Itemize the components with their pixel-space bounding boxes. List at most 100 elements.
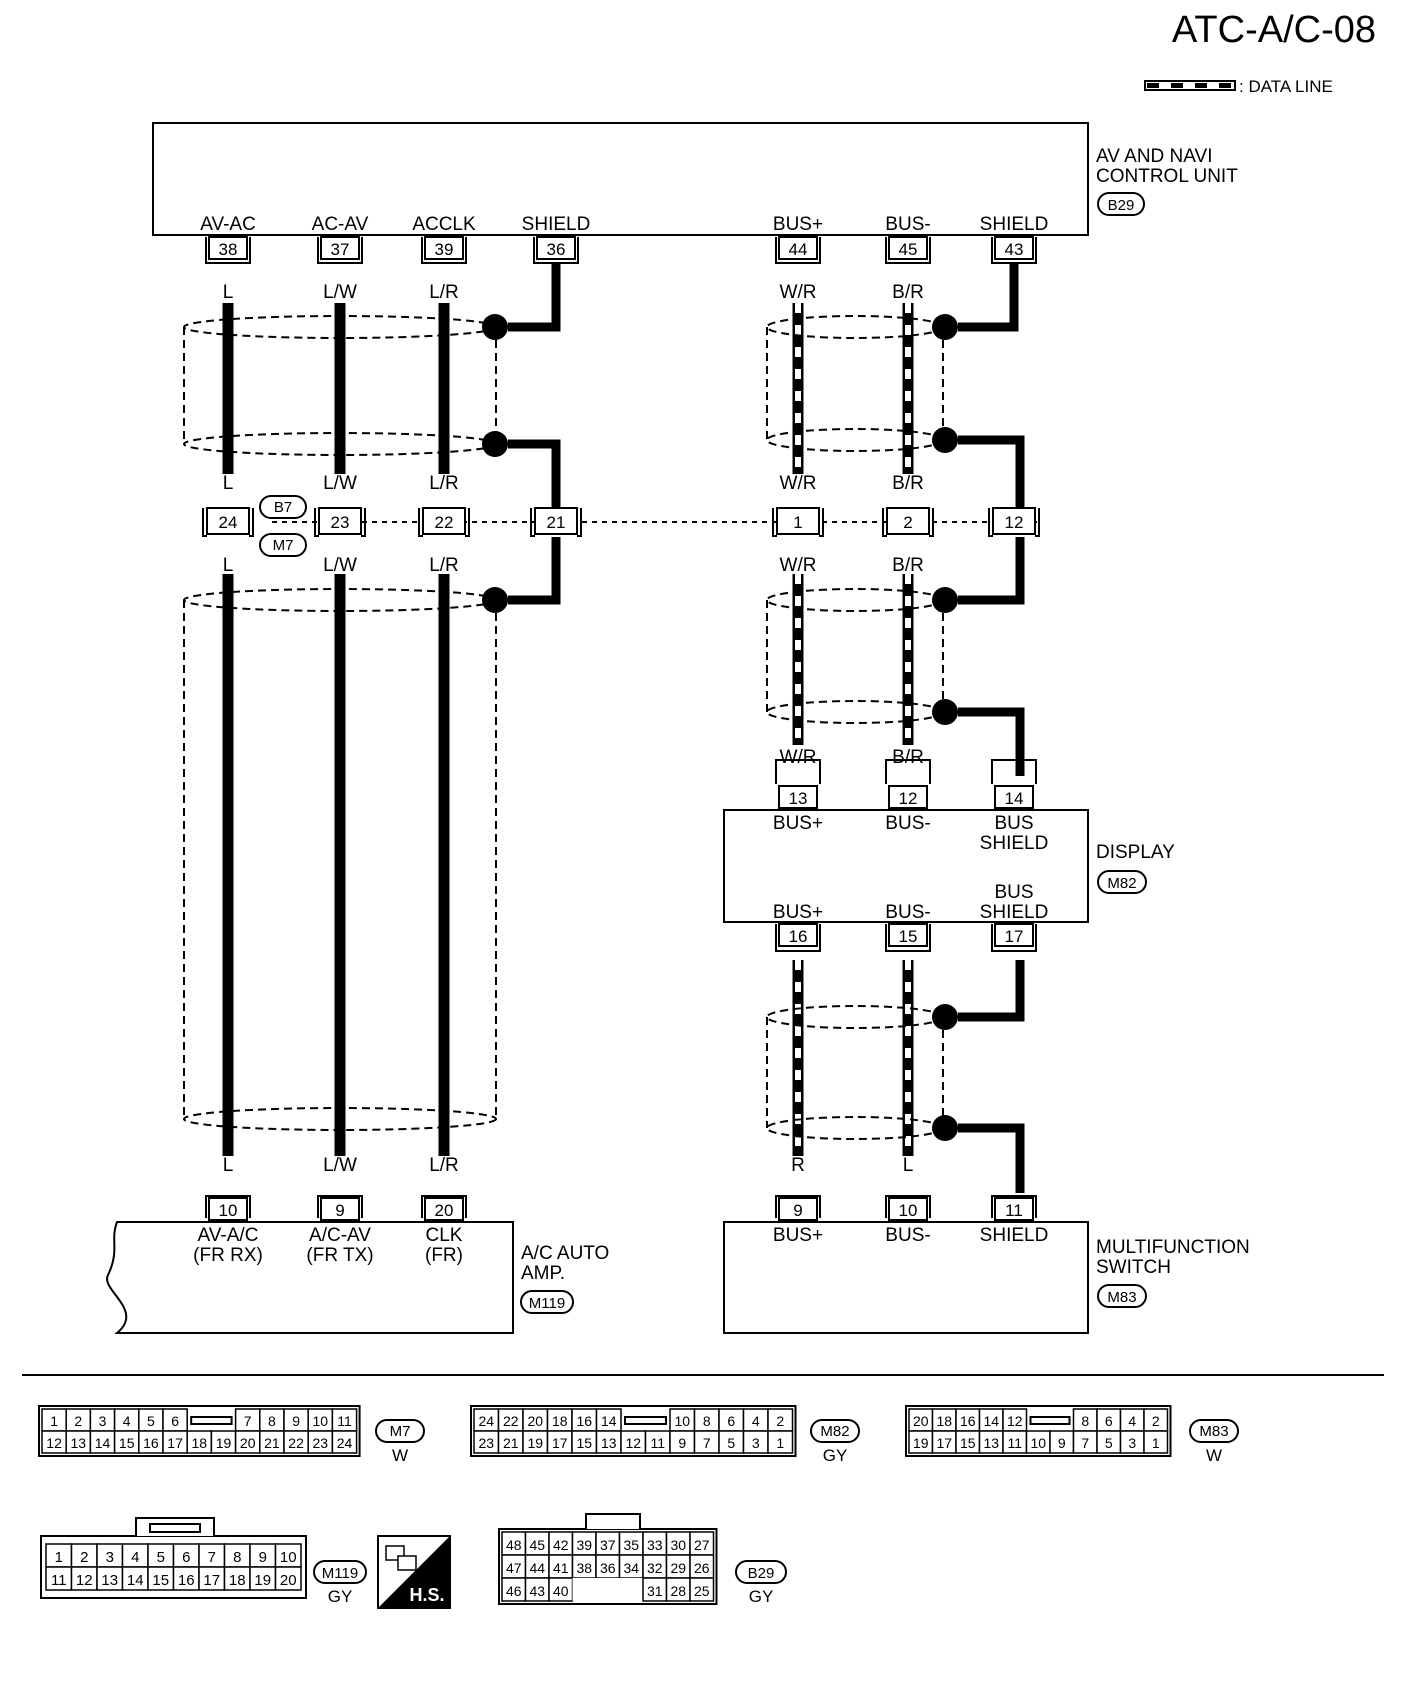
connector-cavity-number: 16 bbox=[143, 1435, 159, 1451]
connector-cavity-number: 6 bbox=[171, 1413, 179, 1429]
connector-cavity-number: 21 bbox=[503, 1435, 519, 1451]
pin-number: 36 bbox=[547, 240, 566, 259]
connector-cavity-number: 27 bbox=[694, 1537, 710, 1553]
connector-cavity-number: 14 bbox=[95, 1435, 111, 1451]
av-navi-pin-numbers: 38 37 39 36 44 45 43 bbox=[219, 240, 1024, 259]
connector-cavity-number: 31 bbox=[647, 1583, 663, 1599]
connector-badge-m7 bbox=[259, 533, 307, 557]
terminal-label: (FR) bbox=[425, 1245, 463, 1266]
connector-cavity-number: 15 bbox=[576, 1435, 592, 1451]
wire-color: L bbox=[903, 1155, 914, 1176]
connector-cavity-number: 8 bbox=[703, 1413, 711, 1429]
connector-latch bbox=[585, 1513, 641, 1529]
joint-pin: 21 bbox=[547, 513, 566, 532]
terminal-label: ACCLK bbox=[412, 214, 476, 235]
connector-cavity-number: 5 bbox=[147, 1413, 155, 1429]
connector-cavity-number: 24 bbox=[337, 1435, 353, 1451]
connector-cavity-number: 32 bbox=[647, 1560, 663, 1576]
wire-color: L/R bbox=[429, 282, 459, 303]
ac-amp-name-2: AMP. bbox=[521, 1263, 565, 1284]
terminal-label: BUS- bbox=[885, 902, 930, 923]
wire-color: L/W bbox=[323, 555, 357, 576]
connector-badge-m82 bbox=[1097, 870, 1147, 894]
terminal-label: BUS- bbox=[885, 813, 930, 834]
pin-number: 10 bbox=[219, 1201, 238, 1220]
terminal-label: BUS+ bbox=[773, 813, 823, 834]
connector-cavity-number: 17 bbox=[552, 1435, 568, 1451]
joint-pin: 23 bbox=[331, 513, 350, 532]
connector-cavity-number: 19 bbox=[216, 1435, 232, 1451]
av-navi-control-unit: AV AND NAVI CONTROL UNIT B29 bbox=[152, 122, 1238, 236]
joint-connector-lower: M7 bbox=[273, 537, 294, 554]
connector-face-color: GY bbox=[749, 1587, 774, 1606]
connector-cavity-number: 2 bbox=[1152, 1413, 1160, 1429]
connector-cavity-number: 5 bbox=[157, 1549, 165, 1566]
connector-cavity-number: 15 bbox=[960, 1435, 976, 1451]
connector-cavity-number: 11 bbox=[650, 1435, 665, 1451]
pin-number: 13 bbox=[789, 789, 808, 808]
connector-cavity-number: 10 bbox=[1030, 1435, 1046, 1451]
connector-cavity-number: 47 bbox=[506, 1560, 522, 1576]
page-title: ATC-A/C-08 bbox=[1172, 9, 1376, 51]
connector-cavity-number: 10 bbox=[313, 1413, 329, 1429]
connector-cavity-number: 2 bbox=[74, 1413, 82, 1429]
connector-cavity-number: 6 bbox=[1105, 1413, 1113, 1429]
connector-cavity-number: 11 bbox=[51, 1572, 67, 1589]
joint-pin: 24 bbox=[219, 513, 238, 532]
connector-cavity-number: 17 bbox=[936, 1435, 952, 1451]
connector-cavity-number: 6 bbox=[182, 1549, 190, 1566]
connector-cavity-number: 13 bbox=[101, 1572, 118, 1589]
connector-cavity-number: 16 bbox=[576, 1413, 592, 1429]
connector-cavity-number: 18 bbox=[552, 1413, 568, 1429]
connector-cavity-number: 2 bbox=[80, 1549, 88, 1566]
wire-color: L/R bbox=[429, 555, 459, 576]
wire-color-labels-upper: L L/W L/R W/R B/R L L/W L/R W/R B/R L L/… bbox=[223, 282, 924, 1176]
right-data-lines bbox=[792, 303, 914, 1156]
connector-cavity-number: 7 bbox=[703, 1435, 711, 1451]
connector-cavity-number: 26 bbox=[694, 1560, 710, 1576]
joint-pin: 12 bbox=[1005, 513, 1024, 532]
display-connector: M82 bbox=[1107, 875, 1136, 892]
pin-number: 39 bbox=[435, 240, 454, 259]
connector-cavity-number: 5 bbox=[1105, 1435, 1113, 1451]
connector-cavity bbox=[689, 1577, 715, 1602]
av-navi-name-1: AV AND NAVI bbox=[1096, 146, 1213, 167]
connector-cavity-number: 24 bbox=[478, 1413, 494, 1429]
connector-cavity-number: 21 bbox=[264, 1435, 280, 1451]
connector-cavity-number: 10 bbox=[280, 1549, 297, 1566]
joint-pin: 22 bbox=[435, 513, 454, 532]
connector-cavity-number: 48 bbox=[506, 1537, 522, 1553]
wire-color: B/R bbox=[892, 282, 924, 303]
connector-cavity-number: 7 bbox=[244, 1413, 252, 1429]
ac-amp-connector: M119 bbox=[529, 1295, 565, 1312]
connector-cavity-number: 44 bbox=[529, 1560, 545, 1576]
connector-cavity-number: 37 bbox=[600, 1537, 616, 1553]
terminal-label: SHIELD bbox=[522, 214, 591, 235]
connector-latch bbox=[1029, 1416, 1071, 1425]
wire-color: W/R bbox=[780, 473, 817, 494]
connector-cavity-number: 6 bbox=[727, 1413, 735, 1429]
joint-pin: 1 bbox=[793, 513, 802, 532]
connector-badge-m83 bbox=[1097, 1284, 1147, 1308]
wire-color: B/R bbox=[892, 747, 924, 768]
connector-cavity-number: 16 bbox=[960, 1413, 976, 1429]
joint-pin: 2 bbox=[903, 513, 912, 532]
display-name: DISPLAY bbox=[1096, 842, 1175, 863]
connector-cavity-number: 20 bbox=[527, 1413, 543, 1429]
connector-cavity-number: 1 bbox=[50, 1413, 58, 1429]
connector-badge bbox=[810, 1419, 860, 1443]
wire-color: L bbox=[223, 1155, 234, 1176]
connector-cavity-number: 20 bbox=[913, 1413, 929, 1429]
connector-cavity bbox=[767, 1430, 794, 1454]
connector-cavity-number: 29 bbox=[670, 1560, 686, 1576]
wire-color: L/W bbox=[323, 282, 357, 303]
connector-cavity-number: 41 bbox=[553, 1560, 569, 1576]
connector-cavity-number: 22 bbox=[503, 1413, 519, 1429]
connector-cavity-number: 35 bbox=[623, 1537, 639, 1553]
connector-cavity-number: 19 bbox=[527, 1435, 543, 1451]
wire-color: B/R bbox=[892, 473, 924, 494]
connector-cavity-number: 11 bbox=[1007, 1435, 1022, 1451]
connector-cavity-number: 15 bbox=[119, 1435, 135, 1451]
